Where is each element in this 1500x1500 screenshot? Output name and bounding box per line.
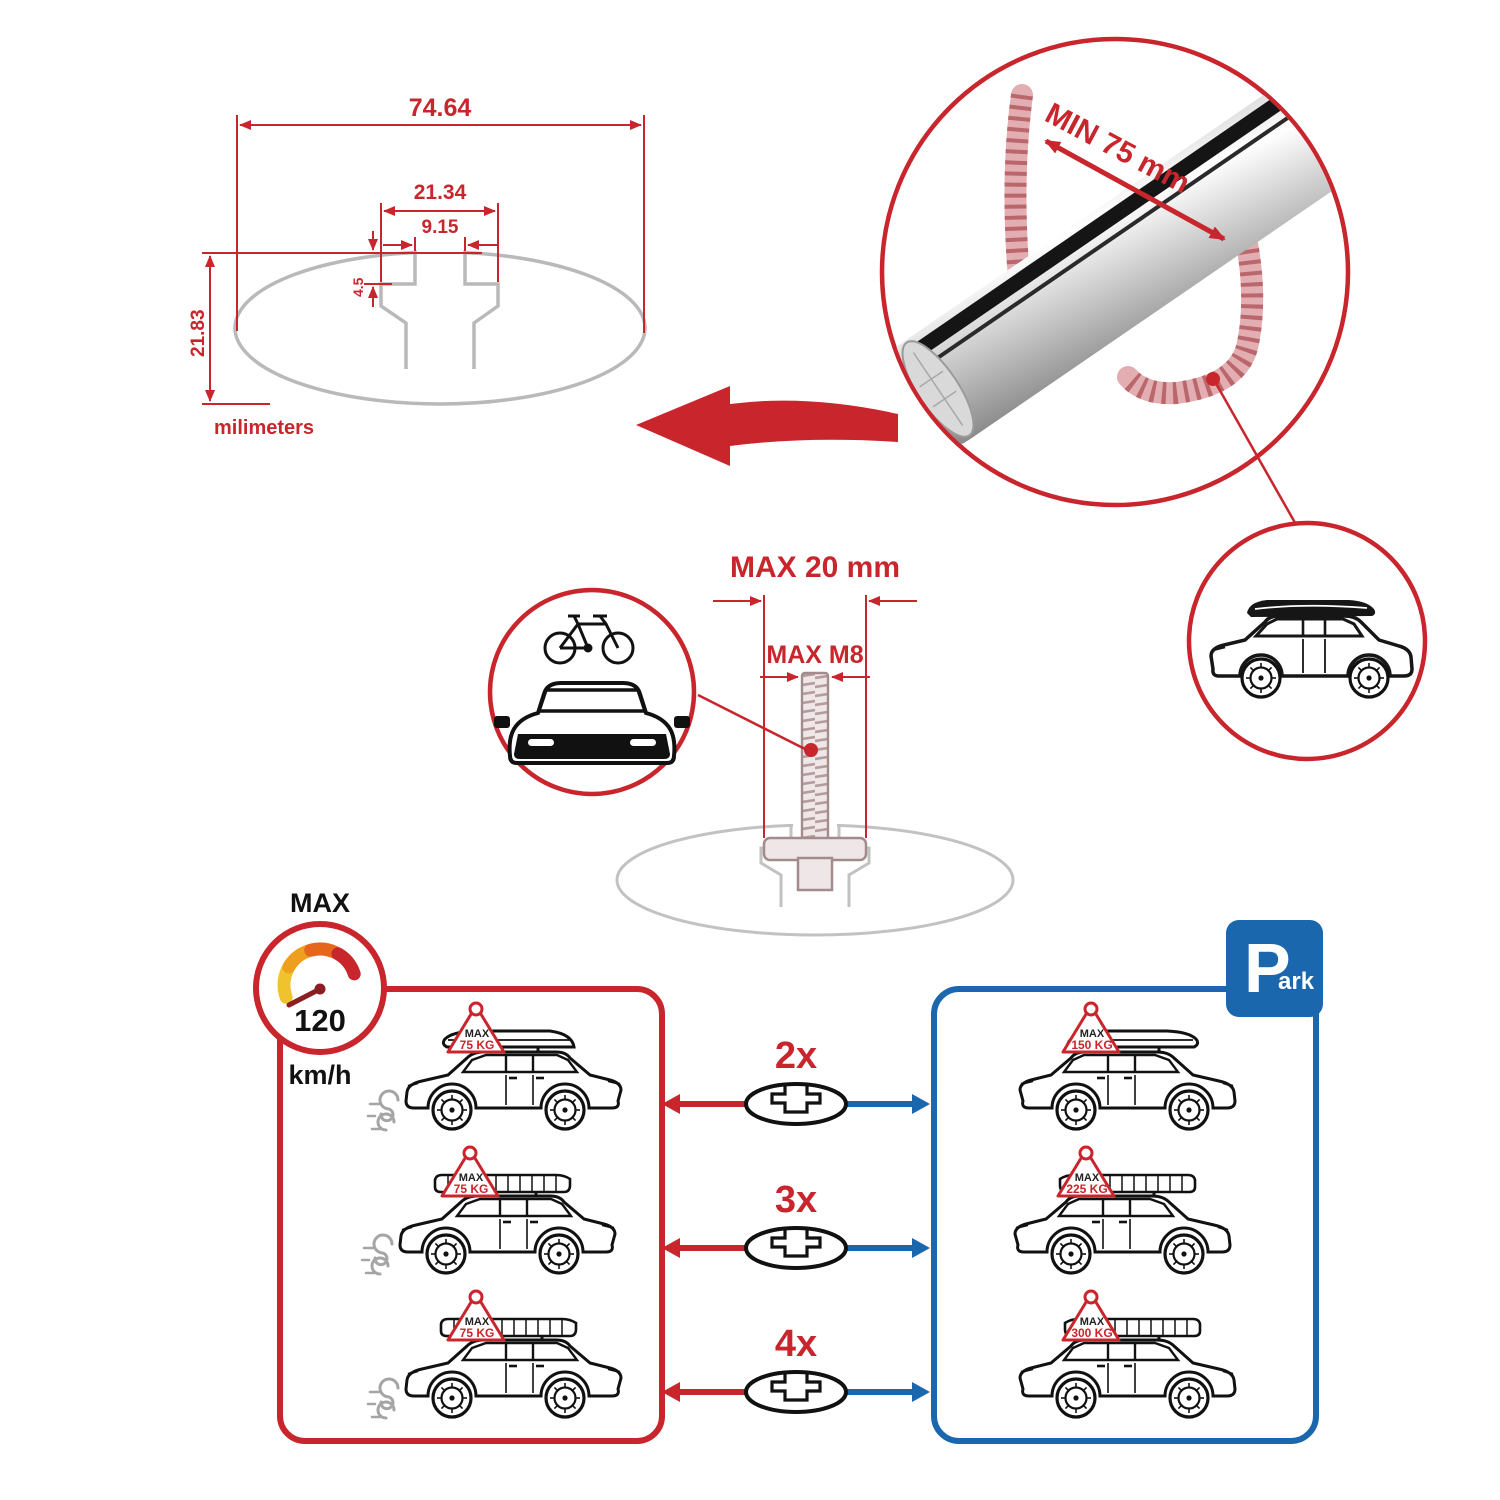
dimension-lines xyxy=(202,115,645,405)
tag-weight: 150 KG xyxy=(1071,1038,1112,1052)
max-load-tag: MAX 75 KG xyxy=(434,1144,506,1207)
tag-max-label: MAX xyxy=(465,1316,490,1328)
tag-weight: 225 KG xyxy=(1066,1182,1107,1196)
parked-car-row-2 xyxy=(990,1162,1266,1294)
parking-sign-suffix: ark xyxy=(1278,968,1315,995)
fastener-dimension-diagram: MAX 20 mm MAX M8 xyxy=(615,551,1015,937)
roof-bicycle xyxy=(543,614,635,665)
dim-total-width: 74.64 xyxy=(409,94,472,122)
gauge-needle xyxy=(286,986,323,1008)
speedometer: 120 xyxy=(253,921,387,1055)
units-label: milimeters xyxy=(214,417,314,439)
max-load-tag: MAX 75 KG xyxy=(440,1288,512,1351)
strap-leader-line xyxy=(1212,379,1300,529)
dim-slot-opening-width: 9.15 xyxy=(422,217,459,238)
bolt-dimension-lines xyxy=(713,595,917,838)
tag-max-label: MAX xyxy=(1075,1172,1100,1184)
suv-with-roofbox xyxy=(1209,600,1414,699)
max-load-tag: MAX 75 KG xyxy=(440,1000,512,1063)
bolt-leader-line xyxy=(697,693,808,752)
count-row-2x: 2x xyxy=(662,1035,930,1126)
dim-profile-height: 21.83 xyxy=(188,309,209,357)
t-bolt xyxy=(762,671,868,892)
crossbar-profile-icon xyxy=(744,1226,848,1270)
min-span-arrow xyxy=(1044,138,1226,242)
tag-max-label: MAX xyxy=(1080,1316,1105,1328)
parking-sign-letter: P xyxy=(1244,929,1291,1007)
speedometer-gauge: 120 xyxy=(277,942,361,1038)
t-slot-outline xyxy=(379,253,500,369)
tag-weight: 300 KG xyxy=(1071,1326,1112,1340)
tag-max-label: MAX xyxy=(465,1028,490,1040)
parked-car-row-1 xyxy=(995,1018,1271,1150)
crossbar-profile-icon xyxy=(744,1082,848,1126)
max-load-tag: MAX 150 KG xyxy=(1055,1000,1127,1063)
count-label: 4x xyxy=(775,1323,817,1365)
speed-unit-label: km/h xyxy=(288,1060,352,1090)
vehicle-roofbox-circle xyxy=(1186,520,1428,762)
closeup-pointer-arrow xyxy=(636,386,898,466)
tag-weight: 75 KG xyxy=(460,1038,495,1052)
left-arrowhead xyxy=(662,1238,680,1258)
tag-max-label: MAX xyxy=(1080,1028,1105,1040)
right-arrowhead xyxy=(912,1094,930,1114)
car-front-view xyxy=(494,681,690,765)
count-label: 3x xyxy=(775,1179,817,1221)
left-arrowhead xyxy=(662,1094,680,1114)
profile-outline xyxy=(233,250,647,406)
left-arrowhead xyxy=(662,1382,680,1402)
count-row-3x: 3x xyxy=(662,1179,930,1270)
crossbar-profile-icon xyxy=(744,1370,848,1414)
max-thread-label: MAX M8 xyxy=(766,641,863,669)
dim-lip-depth: 4.5 xyxy=(350,277,366,297)
tag-max-label: MAX xyxy=(459,1172,484,1184)
count-label: 2x xyxy=(775,1035,817,1077)
count-row-4x: 4x xyxy=(662,1323,930,1414)
right-arrowhead xyxy=(912,1238,930,1258)
speed-max-label: MAX xyxy=(290,888,350,918)
tag-weight: 75 KG xyxy=(460,1326,495,1340)
parked-car-row-3 xyxy=(995,1306,1271,1438)
dim-slot-outer-width: 21.34 xyxy=(414,181,467,204)
right-arrowhead xyxy=(912,1382,930,1402)
bicycle-car-circle xyxy=(487,587,697,797)
crossbar-profile-dimension-diagram: 74.64 21.34 9.15 4.5 21.83 milimeters xyxy=(188,94,647,439)
parking-sign: P ark xyxy=(1226,920,1323,1017)
speed-value: 120 xyxy=(294,1003,346,1038)
tag-weight: 75 KG xyxy=(454,1182,489,1196)
crossbar-end-cap xyxy=(901,340,975,438)
crossbar-closeup-circle: MIN 75 mm xyxy=(879,36,1351,508)
max-width-label: MAX 20 mm xyxy=(730,551,900,584)
max-load-tag: MAX 225 KG xyxy=(1050,1144,1122,1207)
bolt-callout-dot xyxy=(804,743,818,757)
max-load-tag: MAX 300 KG xyxy=(1055,1288,1127,1351)
